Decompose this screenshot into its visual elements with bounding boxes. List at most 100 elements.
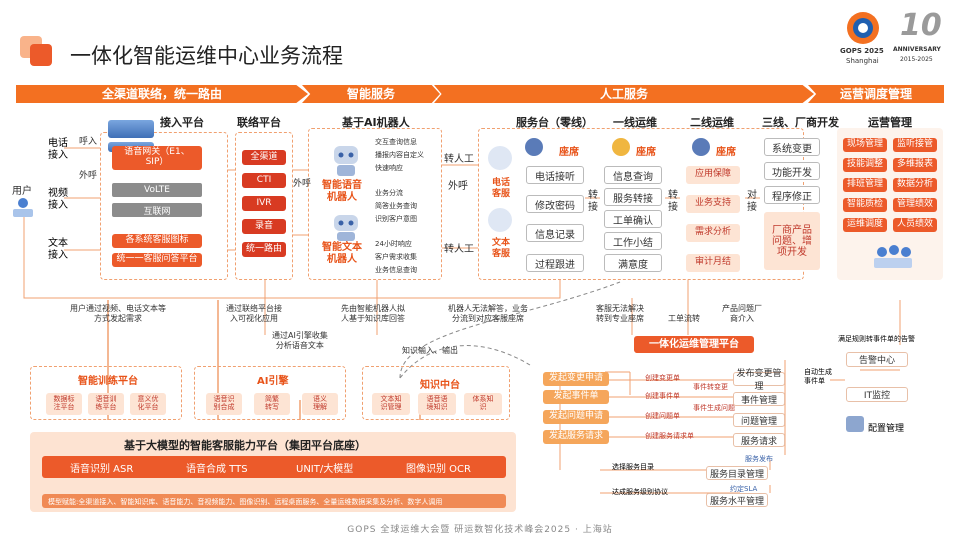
mgmt-create: 创建问题单 [645, 412, 680, 420]
ai-feature: 24小时响应 [375, 240, 412, 248]
contact-item: 录音 [242, 219, 286, 234]
voice-gateway: 语音网关（E1、SIP） [112, 146, 202, 170]
headset-icon [488, 146, 512, 170]
l1-item: 工作小结 [604, 232, 662, 250]
to-human-label-2: 转人工 [444, 244, 474, 255]
stage-bar-routing: 全渠道联络，统一路由 [16, 85, 308, 103]
ai-engine-item: 简繁 转写 [254, 393, 290, 415]
svc-catalog-box: 服务目录管理 [706, 466, 768, 480]
contact-item: CTI [242, 173, 286, 188]
mgmt-request: 发起事件单 [543, 390, 609, 404]
sla-label: 约定SLA [730, 485, 758, 493]
mgmt-sub: 事件生成问题 [693, 404, 735, 412]
transfer-label-c: 对 接 [747, 190, 757, 213]
col-title-l1: 一线运维 [613, 116, 657, 129]
ai-feature: 客户需求收集 [375, 253, 417, 261]
mgmt-request: 发起服务请求 [543, 430, 609, 444]
mgmt-module: 发布变更管理 [733, 369, 785, 392]
gops-logo [843, 8, 883, 48]
anniversary-10-icon: 10 [900, 8, 942, 43]
big-model-bar [42, 456, 506, 478]
kb-panel [362, 366, 510, 420]
ai-feature: 播报内容自定义 [375, 151, 424, 159]
phone-cs-label: 电话 客服 [492, 178, 511, 199]
system-icon-box: 各系统客服图标 [112, 234, 202, 248]
server-icon [108, 120, 154, 138]
caption-1: 用户通过视频、电话文本等 方式发起需求 [70, 304, 166, 323]
l1-item: 服务转接 [604, 188, 662, 206]
region-access [100, 132, 228, 280]
config-label: 配置管理 [868, 424, 905, 434]
col-title-access: 接入平台 [160, 116, 204, 129]
desk-seat-label: 座席 [559, 147, 579, 158]
person-icon [525, 138, 543, 156]
region-ai [308, 128, 442, 280]
l1-item: 工单确认 [604, 210, 662, 228]
ops-item: 管理绩效 [893, 198, 937, 212]
desk-item: 修改密码 [526, 195, 584, 213]
l2-item: 需求分析 [686, 224, 740, 242]
train-item: 语音训 练平台 [88, 393, 124, 415]
robot-icon-2 [326, 212, 366, 242]
l3-item: 功能开发 [764, 162, 820, 180]
l1-item: 满意度 [604, 254, 662, 272]
ops-item: 多维报表 [893, 158, 937, 172]
l2-seat-label: 座席 [716, 147, 736, 158]
mgmt-module: 服务请求 [733, 433, 785, 447]
alert-note: 满足规则转事件单的告警 [838, 335, 915, 343]
mgmt-request: 发起变更申请 [543, 372, 609, 386]
mgmt-sub: 事件转变更 [693, 383, 728, 391]
transfer-label-a: 转 接 [588, 190, 598, 213]
contact-item: IVR [242, 196, 286, 211]
ai-engine-title: AI引擎 [257, 376, 289, 387]
logo-city: Shanghai [846, 57, 879, 65]
ops-item: 智能质检 [843, 198, 887, 212]
ai-feature: 识别客户意图 [375, 215, 417, 223]
col-title-ai: 基于AI机器人 [342, 116, 410, 129]
team-illustration-icon [868, 240, 918, 274]
user-icon [10, 195, 36, 219]
it-monitor: IT监控 [846, 387, 908, 402]
col-title-l2: 二线运维 [690, 116, 734, 129]
l3-item: 程序修正 [764, 186, 820, 204]
ai-feature: 快速响应 [375, 164, 403, 172]
col-title-ops: 运营管理 [868, 116, 912, 129]
kb-title: 知识中台 [420, 380, 460, 391]
robot-icon [326, 142, 366, 178]
col-title-l3: 三线、厂商开发 [762, 116, 839, 129]
mgmt-request: 发起问题申请 [543, 410, 609, 424]
ops-item: 现场管理 [843, 138, 887, 152]
ops-item: 排班管理 [843, 178, 887, 192]
desk-item: 信息记录 [526, 224, 584, 242]
text-bot-label: 智能文本 机器人 [322, 242, 362, 265]
l2-item: 业务支持 [686, 195, 740, 213]
caption-3: 通过AI引擎收集 分析语音文本 [272, 331, 328, 350]
ai-feature: 业务分流 [375, 189, 403, 197]
desk-item: 过程跟进 [526, 254, 584, 272]
caption-5: 机器人无法解答，业务 分流到对应客服座席 [448, 304, 528, 323]
svc-level-box: 服务水平管理 [706, 493, 768, 507]
contact-item: 统一路由 [242, 242, 286, 257]
ai-feature: 业务信息查询 [375, 266, 417, 274]
train-item: 数据标 注平台 [46, 393, 82, 415]
kb-item: 语音语 境知识 [418, 393, 456, 415]
user-label: 用户 [12, 186, 32, 197]
ai-engine-panel [194, 366, 346, 420]
internet-box: 互联网 [112, 203, 202, 217]
ai-engine-item: 语音识 别合成 [206, 393, 242, 415]
ai-out-label: 外呼 [448, 181, 468, 192]
person-icon-2 [612, 138, 630, 156]
mgmt-create: 创建变更单 [645, 374, 680, 382]
train-title: 智能训练平台 [78, 376, 138, 387]
stage-bar-human: 人工服务 [434, 85, 814, 103]
mgmt-module: 问题管理 [733, 413, 785, 427]
call-out-label: 外呼 [79, 171, 98, 181]
ai-engine-item: 语义 理解 [302, 393, 338, 415]
l1-seat-label: 座席 [636, 147, 656, 158]
ops-item: 运维调度 [843, 218, 887, 232]
page-title: 一体化智能运维中心业务流程 [70, 44, 343, 68]
alert-center: 告警中心 [846, 352, 908, 367]
caption-8: 产品问题厂 商介入 [722, 304, 762, 323]
anniv-years: 2015-2025 [900, 56, 933, 63]
train-item: 意义优 化平台 [130, 393, 166, 415]
